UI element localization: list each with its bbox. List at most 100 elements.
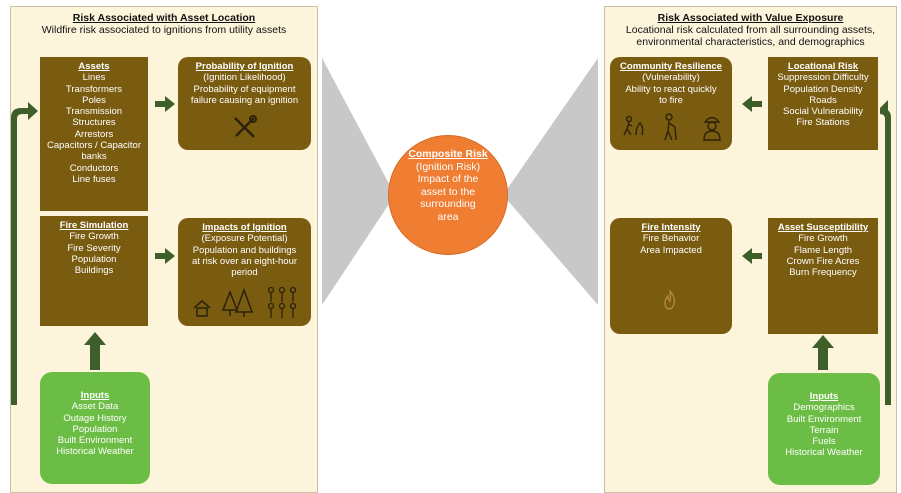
- left-inputs-item: Outage History: [63, 412, 127, 424]
- fire-simulation-item: Buildings: [74, 265, 114, 277]
- right-inputs-item: Terrain: [809, 424, 839, 436]
- fire-simulation-item: Population: [71, 253, 117, 265]
- fire-intensity-item: Area Impacted: [640, 244, 702, 256]
- susceptibility-item: Fire Growth: [798, 233, 848, 245]
- arrow-susceptibility-to-intensity: [742, 248, 762, 264]
- assets-item: Transformers: [65, 83, 123, 95]
- locational-item: Roads: [809, 94, 837, 106]
- composite-title: Composite Risk: [408, 148, 488, 160]
- probability-line: failure causing an ignition: [190, 94, 299, 106]
- fire-intensity-box: Fire Intensity Fire Behavior Area Impact…: [610, 218, 732, 334]
- assets-title: Assets: [78, 61, 110, 72]
- left-inputs-box: Inputs Asset Data Outage History Populat…: [40, 372, 150, 484]
- right-connector-triangle: [503, 58, 598, 305]
- right-inputs-title: Inputs: [809, 391, 839, 402]
- fire-intensity-item: Fire Behavior: [642, 233, 700, 245]
- right-inputs-box: Inputs Demographics Built Environment Te…: [768, 373, 880, 485]
- probability-title: Probability of Ignition: [195, 61, 294, 72]
- arrow-assets-to-probability: [155, 96, 175, 112]
- arrow-inputs-to-susceptibility: [812, 335, 834, 370]
- elderly-person-icon: [664, 113, 677, 141]
- left-inputs-item: Historical Weather: [56, 446, 134, 458]
- composite-line: surrounding: [420, 198, 476, 210]
- locational-item: Social Vulnerability: [783, 106, 863, 118]
- tools-icon: [234, 115, 257, 138]
- right-panel-header: Risk Associated with Value Exposure Loca…: [605, 12, 896, 48]
- assets-item: Structures: [72, 117, 116, 129]
- arrow-head-to-locational: [880, 100, 888, 116]
- trees-icon: [221, 288, 254, 317]
- locational-title: Locational Risk: [787, 61, 859, 72]
- assets-item: Conductors: [69, 162, 119, 174]
- community-line: to fire: [659, 94, 683, 106]
- arrow-inputs-to-assets: [11, 102, 38, 405]
- right-inputs-item: Built Environment: [786, 413, 862, 425]
- assets-item: Capacitors / Capacitor: [47, 140, 141, 152]
- impacts-line: period: [231, 267, 258, 279]
- composite-line: Impact of the: [417, 173, 479, 185]
- probability-line: Probability of equipment: [193, 83, 296, 95]
- assets-item: Poles: [82, 94, 106, 106]
- left-inputs-item: Built Environment: [57, 435, 133, 447]
- arrow-inputs-to-firesim: [84, 332, 106, 370]
- susceptibility-item: Flame Length: [793, 244, 853, 256]
- right-panel-subtitle: environmental characteristics, and demog…: [636, 36, 865, 48]
- right-panel-title: Risk Associated with Value Exposure: [657, 12, 844, 24]
- fire-simulation-box: Fire Simulation Fire Growth Fire Severit…: [40, 216, 148, 326]
- assets-item: Arrestors: [74, 128, 114, 140]
- arrow-firesim-to-impacts: [155, 248, 175, 264]
- fire-simulation-item: Fire Severity: [67, 242, 121, 254]
- assets-item: Lines: [82, 72, 106, 84]
- fire-simulation-title: Fire Simulation: [59, 220, 129, 231]
- evacuation-icon: [623, 115, 644, 136]
- left-inputs-item: Asset Data: [71, 401, 119, 413]
- arrow-inputs-to-locational: [880, 102, 891, 405]
- right-inputs-item: Demographics: [793, 402, 855, 414]
- locational-item: Population Density: [783, 83, 863, 95]
- left-connector-triangle: [322, 58, 395, 305]
- impacts-title: Impacts of Ignition: [202, 222, 287, 233]
- impacts-line: Population and buildings: [192, 244, 297, 256]
- firefighter-icon: [703, 116, 721, 141]
- composite-line: (Ignition Risk): [415, 160, 481, 173]
- right-panel-subtitle: Locational risk calculated from all surr…: [625, 24, 876, 36]
- impacts-line: at risk over an eight-hour: [191, 255, 298, 267]
- locational-risk-box: Locational Risk Suppression Difficulty P…: [768, 57, 878, 150]
- community-resilience-box: Community Resilience (Vulnerability) Abi…: [610, 57, 732, 150]
- community-line: (Vulnerability): [642, 72, 700, 84]
- composite-risk-circle: Composite Risk (Ignition Risk) Impact of…: [388, 135, 508, 255]
- right-inputs-item: Historical Weather: [785, 447, 863, 459]
- assets-box: Assets Lines Transformers Poles Transmis…: [40, 57, 148, 211]
- probability-line: (Ignition Likelihood): [203, 72, 286, 84]
- asset-susceptibility-box: Asset Susceptibility Fire Growth Flame L…: [768, 218, 878, 334]
- locational-item: Suppression Difficulty: [777, 72, 869, 84]
- locational-item: Fire Stations: [796, 117, 850, 129]
- assets-item: Line fuses: [72, 173, 116, 185]
- probability-of-ignition-box: Probability of Ignition (Ignition Likeli…: [178, 57, 311, 150]
- assets-item: Transmission: [65, 106, 123, 118]
- assets-item: banks: [81, 151, 107, 163]
- left-panel-title: Risk Associated with Asset Location: [72, 12, 256, 24]
- left-inputs-item: Population: [72, 423, 118, 435]
- community-title: Community Resilience: [620, 61, 722, 72]
- left-panel-header: Risk Associated with Asset Location Wild…: [11, 12, 317, 36]
- left-panel-subtitle: Wildfire risk associated to ignitions fr…: [41, 24, 287, 36]
- arrow-locational-to-community: [742, 96, 762, 112]
- left-inputs-title: Inputs: [80, 390, 110, 401]
- people-icon: [267, 286, 297, 318]
- community-line: Ability to react quickly: [625, 83, 717, 95]
- composite-line: area: [437, 210, 459, 223]
- impacts-line: (Exposure Potential): [201, 233, 288, 245]
- fire-simulation-item: Fire Growth: [69, 231, 119, 243]
- susceptibility-item: Burn Frequency: [789, 267, 857, 279]
- impacts-of-ignition-box: Impacts of Ignition (Exposure Potential)…: [178, 218, 311, 326]
- susceptibility-title: Asset Susceptibility: [777, 222, 869, 233]
- house-icon: [193, 300, 211, 317]
- flame-icon: [664, 290, 676, 310]
- composite-line: asset to the: [420, 185, 476, 198]
- fire-intensity-title: Fire Intensity: [641, 222, 701, 233]
- susceptibility-item: Crown Fire Acres: [786, 255, 860, 267]
